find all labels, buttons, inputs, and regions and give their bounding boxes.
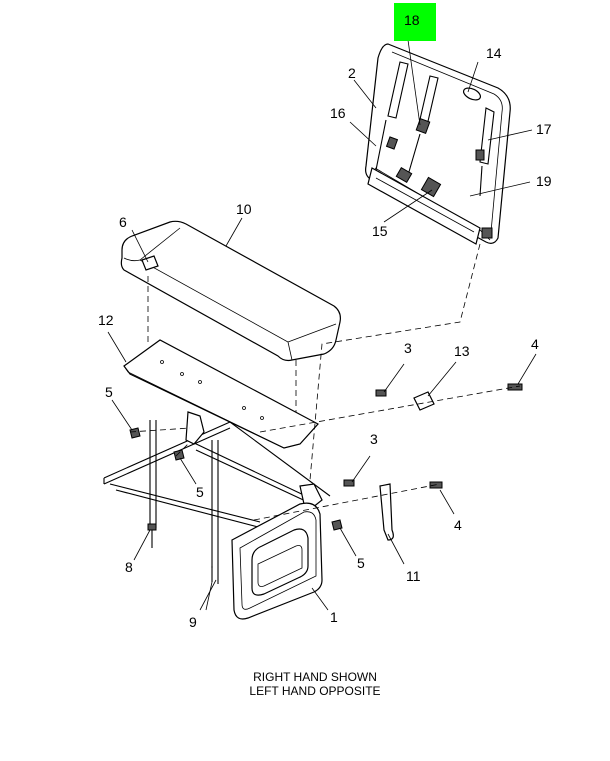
callout-labels: 18 2 14 16 17 19 15 10 6 12 3 13 4 5 5 3… (98, 12, 552, 630)
caption-line-2: LEFT HAND OPPOSITE (249, 684, 381, 698)
callout-14: 14 (486, 45, 502, 61)
callout-4-upper: 4 (531, 336, 539, 352)
seat-back-assembly (365, 43, 511, 245)
callout-3-upper: 3 (404, 340, 412, 356)
diagram-caption: RIGHT HAND SHOWN LEFT HAND OPPOSITE (0, 670, 610, 698)
callout-12: 12 (98, 312, 114, 328)
callout-5-middle: 5 (196, 484, 204, 500)
callout-3-lower: 3 (370, 431, 378, 447)
callout-9: 9 (189, 614, 197, 630)
callout-5-left: 5 (105, 384, 113, 400)
highlight-box-18 (394, 3, 436, 41)
hardware (129, 383, 523, 584)
callout-16: 16 (330, 105, 346, 121)
leader-lines (107, 39, 537, 611)
callout-15: 15 (372, 223, 388, 239)
callout-1: 1 (330, 609, 338, 625)
seat-frame (103, 411, 331, 620)
callout-13: 13 (454, 343, 470, 359)
callout-8: 8 (125, 559, 133, 575)
callout-10: 10 (236, 201, 252, 217)
callout-5-right: 5 (357, 555, 365, 571)
callout-2: 2 (348, 65, 356, 81)
callout-11: 11 (406, 568, 421, 584)
callout-17: 17 (536, 121, 552, 137)
callout-6: 6 (119, 214, 127, 230)
seat-pan (123, 339, 319, 449)
seat-cushion (120, 220, 341, 362)
callout-18: 18 (404, 12, 420, 28)
caption-line-1: RIGHT HAND SHOWN (253, 670, 377, 684)
callout-4-lower: 4 (454, 517, 462, 533)
callout-19: 19 (536, 173, 552, 189)
